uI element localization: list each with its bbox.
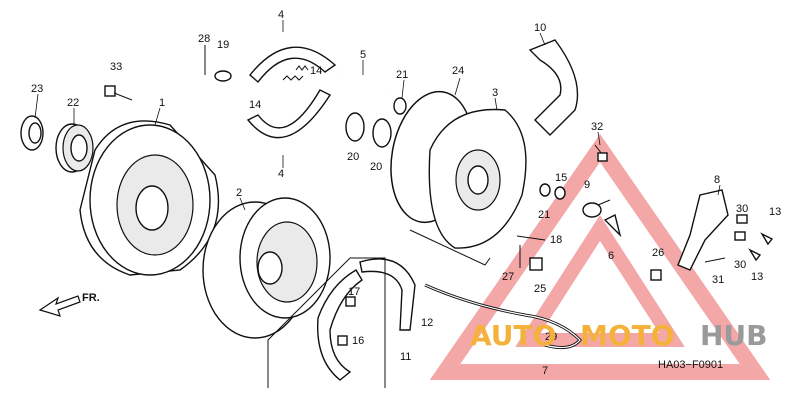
part-17-bolt [345,296,356,307]
callout-18: 18 [550,234,562,246]
front-direction-indicator: FR. [38,292,100,317]
part-10-panel-cover [528,39,579,136]
part-14-springs [282,65,309,81]
part-4-brake-shoe-upper [249,46,337,84]
diagram-code: HA03−F0901 [658,359,723,371]
part-21-seal-lower [539,183,551,197]
callout-9: 9 [584,179,590,191]
callout-21-upper: 21 [396,69,408,81]
watermark-moto: MOTO [580,319,675,352]
part-33-bolt [104,85,133,101]
callout-2: 2 [236,187,242,199]
callout-25: 25 [534,283,546,295]
callout-5: 5 [360,49,366,61]
callout-16: 16 [352,335,364,347]
front-label: FR. [82,292,100,304]
callout-23: 23 [31,83,43,95]
callout-31: 31 [712,274,724,286]
leader-lines [34,20,721,211]
callout-labels: 1 2 3 4 4 5 6 7 8 9 10 11 12 13 13 14 14… [31,9,781,377]
callout-27: 27 [502,271,514,283]
callout-33: 33 [110,61,122,73]
part-19-washer [214,70,232,82]
callout-13-lower: 13 [751,271,763,283]
part-20-seals [345,112,392,148]
part-22-bearing [55,123,94,173]
callout-17: 17 [348,286,360,298]
callout-19: 19 [217,39,229,51]
callout-20-left: 20 [347,151,359,163]
callout-10: 10 [534,22,546,34]
callout-11: 11 [400,351,411,363]
callout-7: 7 [542,365,548,377]
callout-1: 1 [159,97,165,109]
part-21-seal-upper [393,97,407,115]
part-23-dust-seal [20,115,44,151]
watermark-text: AUTO MOTO HUB [470,319,768,352]
part-7-brake-cable [424,283,583,350]
part-12-bracket [359,258,416,331]
part-1-brake-drum-hub [79,120,220,276]
callout-4-upper: 4 [278,9,284,21]
callout-4-lower: 4 [278,168,284,180]
part-25-nut [529,257,543,271]
part-13-pins [748,232,774,262]
callout-12: 12 [421,317,433,329]
bracket-lines [267,229,491,388]
part-26-nut [650,269,662,281]
callout-14-left: 14 [249,99,261,111]
callout-32: 32 [591,121,603,133]
part-8-brake-arm [677,189,729,271]
callout-6: 6 [608,250,614,262]
callout-30-upper: 30 [736,203,748,215]
callout-3: 3 [492,87,498,99]
watermark-auto: AUTO [470,319,556,352]
part-5-brake-cam [339,70,386,95]
part-2-brake-drum [202,197,331,339]
callout-21-lower: 21 [538,209,550,221]
part-6-indicator [603,213,622,238]
callout-8: 8 [714,174,720,186]
part-30-collars [734,214,748,241]
part-32-bolt [594,144,608,162]
part-3-brake-panel [428,108,527,249]
callout-28: 28 [198,33,210,45]
callout-30-lower: 30 [734,259,746,271]
watermark-hub: HUB [700,319,768,352]
callout-29: 29 [545,331,557,343]
callout-14-right: 14 [310,65,322,77]
callout-20-right: 20 [370,161,382,173]
part-15-seal [554,186,566,200]
part-9-return-spring [582,199,611,218]
callout-24: 24 [452,65,464,77]
part-11-mud-guard [316,269,363,381]
callout-15: 15 [555,172,567,184]
front-arrow-icon [38,295,81,317]
part-18-bolt [516,235,546,241]
watermark-logo [429,133,771,380]
part-31-bolt [704,257,726,263]
part-16-bolt [337,335,348,346]
part-4-brake-shoe-lower [246,89,332,139]
callout-13-upper: 13 [769,206,781,218]
callout-22: 22 [67,97,79,109]
callout-26: 26 [652,247,664,259]
